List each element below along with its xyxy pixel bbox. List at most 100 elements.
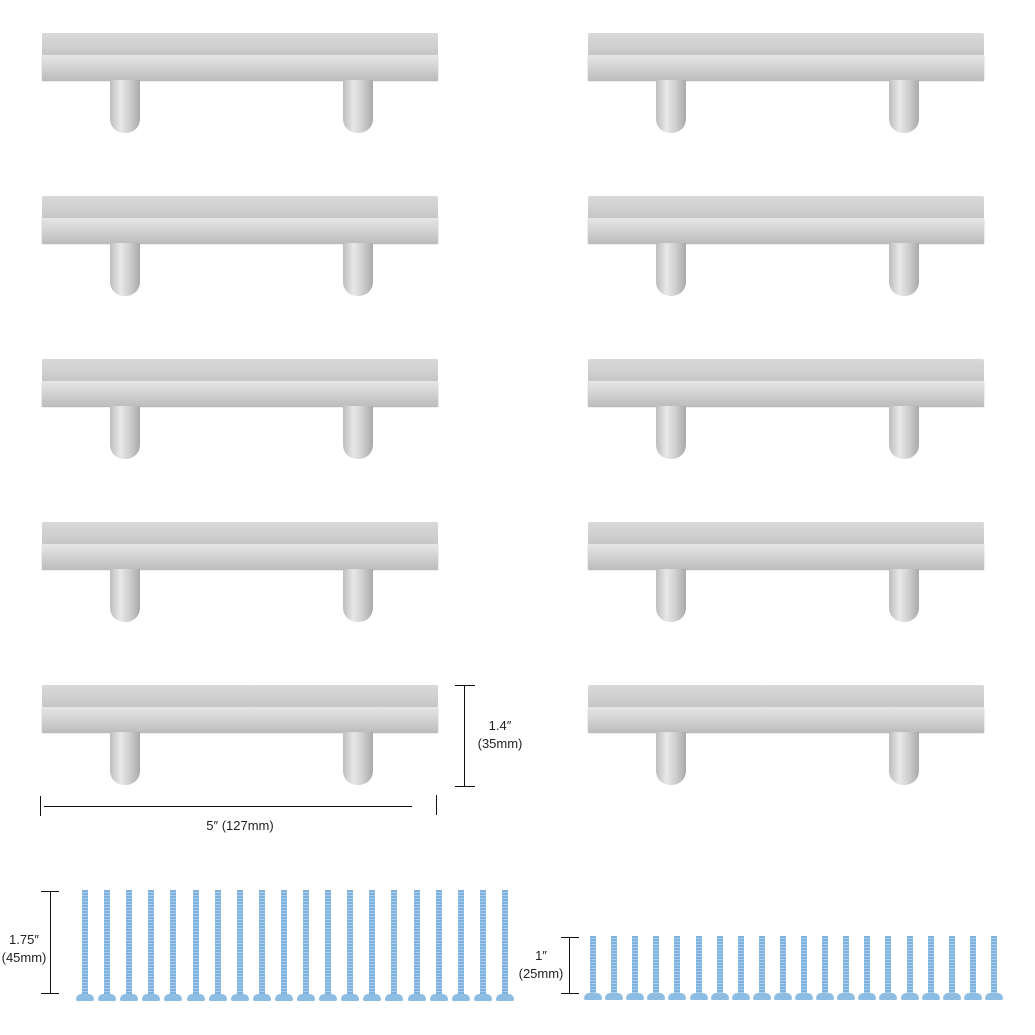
handle-post (110, 243, 140, 296)
screw-shaft (104, 890, 111, 995)
long-screw-dimension-bottom-tick (41, 993, 59, 994)
short-screw-dimension-top-tick (561, 937, 579, 938)
screw-shaft (369, 890, 376, 995)
screw-head (668, 993, 687, 1000)
screw-head (363, 994, 382, 1001)
screw-shaft (695, 936, 702, 994)
cabinet-handle (588, 33, 984, 133)
screw-shaft (479, 890, 486, 995)
handle-post (110, 569, 140, 622)
screw (186, 890, 205, 1001)
screw-shaft (674, 936, 681, 994)
screw (208, 890, 227, 1001)
handle-bar-top (42, 522, 438, 544)
handle-bar-front (42, 707, 438, 732)
cabinet-handle (588, 196, 984, 296)
height-inch: 1.4″ (488, 718, 512, 733)
screw-head (186, 994, 205, 1001)
screw (495, 890, 514, 1001)
handle-bar-front (588, 55, 984, 80)
long-screw-dimension-line (50, 892, 51, 993)
screw (837, 936, 856, 1000)
long-screw-inch: 1.75″ (9, 932, 39, 947)
cabinet-handle (42, 522, 438, 622)
screw-head (879, 993, 898, 1000)
screw-shaft (192, 890, 199, 995)
screw-head (689, 993, 708, 1000)
screw (647, 936, 666, 1000)
screw (879, 936, 898, 1000)
screw-shaft (758, 936, 765, 994)
cabinet-handle (42, 33, 438, 133)
short-screw-dimension-bottom-tick (561, 993, 579, 994)
screw (451, 890, 470, 1001)
screw-shaft (716, 936, 723, 994)
screw-head (605, 993, 624, 1000)
screw-head (230, 994, 249, 1001)
screw-head (385, 994, 404, 1001)
handle-bar-top (588, 522, 984, 544)
screw (319, 890, 338, 1001)
screw-shaft (969, 936, 976, 994)
short-screw-dimension-line (569, 938, 570, 993)
screw (142, 890, 161, 1001)
height-mm: (35mm) (477, 736, 523, 751)
screw-shaft (801, 936, 807, 994)
screw-head (274, 994, 293, 1001)
cabinet-handle (588, 685, 984, 785)
screw (984, 936, 1003, 1000)
screw-head (164, 994, 183, 1001)
screw-shaft (927, 936, 934, 994)
screw-head (120, 994, 139, 1001)
screw (252, 890, 271, 1001)
screw-shaft (236, 890, 243, 995)
screw (668, 936, 687, 1000)
screw (274, 890, 293, 1001)
screw-head (208, 994, 227, 1001)
screw-head (921, 993, 940, 1000)
handle-post (889, 732, 919, 785)
screw (98, 890, 117, 1001)
handle-post (343, 732, 373, 785)
length-dimension-label: 5″ (127mm) (206, 818, 274, 833)
screw-head (341, 994, 360, 1001)
screw (407, 890, 426, 1001)
screw (120, 890, 139, 1001)
handle-bar-front (588, 707, 984, 732)
screw-shaft (214, 890, 221, 995)
handle-post (343, 243, 373, 296)
handle-bar-top (588, 196, 984, 218)
screw-shaft (347, 890, 354, 995)
screw (795, 936, 813, 1000)
cabinet-handle (588, 359, 984, 459)
screw (473, 890, 492, 1001)
screw-head (963, 993, 982, 1000)
screw-head (752, 993, 771, 1000)
screw-head (647, 993, 666, 1000)
handle-bar-front (42, 544, 438, 569)
screw-shaft (906, 936, 913, 994)
screw (584, 936, 602, 1000)
cabinet-handle (42, 685, 438, 785)
screw (773, 936, 792, 1000)
screw (900, 936, 919, 1000)
screw-head (451, 994, 470, 1001)
height-dimension-label: 1.4″ (35mm) (470, 717, 530, 753)
screw-head (142, 994, 161, 1001)
screw-head (76, 994, 94, 1001)
handle-post (110, 406, 140, 459)
screw-head (495, 994, 514, 1001)
screw-shaft (126, 890, 133, 995)
screw-head (584, 993, 602, 1000)
screw-shaft (148, 890, 155, 995)
screw (858, 936, 877, 1000)
screw-shaft (325, 890, 332, 995)
handle-post (110, 80, 140, 133)
screw-head (407, 994, 426, 1001)
handle-bar-top (42, 685, 438, 707)
handle-post (656, 243, 686, 296)
screw-head (710, 993, 729, 1000)
screw-head (984, 993, 1003, 1000)
screw-shaft (457, 890, 464, 995)
